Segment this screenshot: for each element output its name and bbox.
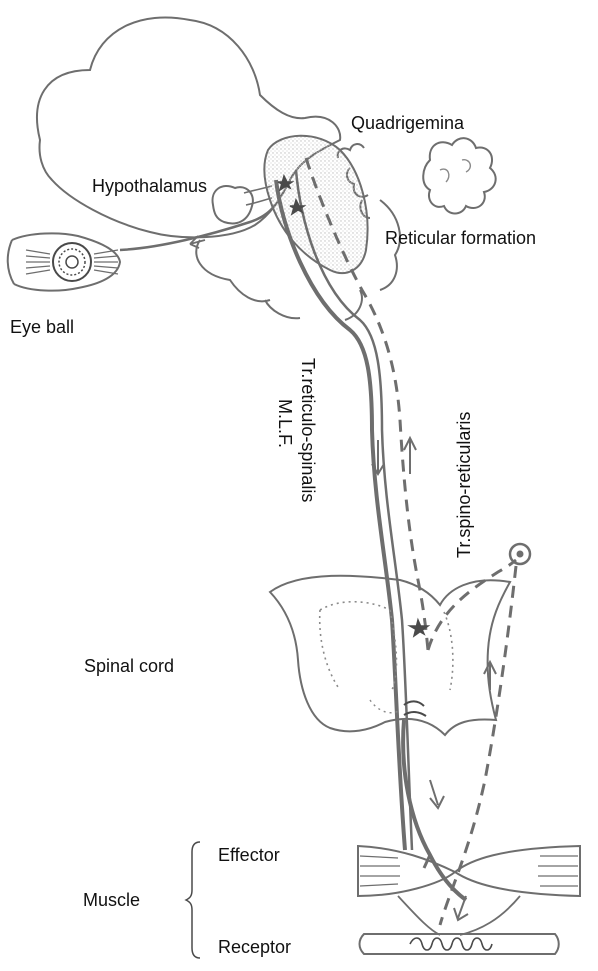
eye-ball	[8, 233, 120, 290]
receptor-spindle	[360, 934, 559, 954]
arrow-up-1	[404, 438, 416, 474]
label-tr-reticulo-spinalis: Tr.reticulo-spinalis	[299, 358, 317, 502]
reticular-formation-shape	[423, 138, 495, 213]
label-mlf: M.L.F.	[276, 399, 294, 448]
label-tr-spino-reticularis: Tr.spino-reticularis	[455, 412, 473, 558]
label-reticular-formation: Reticular formation	[385, 229, 536, 247]
label-muscle: Muscle	[83, 891, 140, 909]
dorsal-root	[428, 560, 516, 650]
reticulo-spinal-tract	[276, 180, 405, 850]
reticular-formation-detail	[440, 160, 470, 182]
effector-muscle	[358, 846, 580, 896]
arrow-down-2	[430, 780, 444, 808]
label-receptor: Receptor	[218, 938, 291, 956]
label-effector: Effector	[218, 846, 280, 864]
label-spinal-cord: Spinal cord	[84, 657, 174, 675]
label-hypothalamus: Hypothalamus	[92, 177, 207, 195]
arrow-up-2	[484, 662, 496, 690]
label-quadrigemina: Quadrigemina	[351, 114, 464, 132]
label-eye-ball: Eye ball	[10, 318, 74, 336]
muscle-brace	[186, 842, 200, 958]
